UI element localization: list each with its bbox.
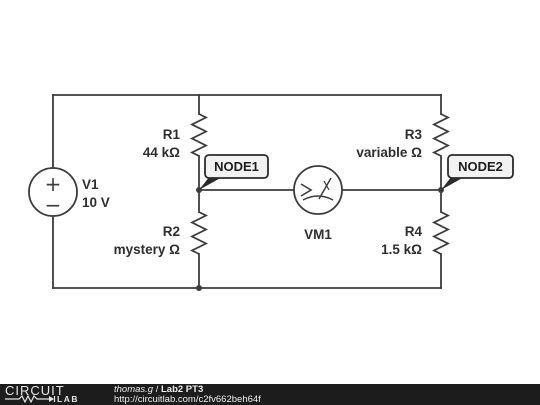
r1-name-label: R1 (163, 127, 181, 142)
schematic-diagram: + − V1 10 V R1 44 kΩ R2 mystery Ω R3 var… (28, 94, 514, 291)
meter-tick (323, 180, 330, 191)
meter-scale-arc (302, 195, 334, 201)
node1-tag-pointer (199, 176, 224, 190)
node2-tag-label: NODE2 (458, 159, 503, 174)
node2-tag-box (447, 154, 514, 179)
byline-separator: / (153, 384, 161, 395)
source-circle (28, 167, 78, 217)
r2-value-label: mystery Ω (114, 242, 181, 257)
circuit-url-link[interactable]: http://circuitlab.com/c2fv662beh64f (114, 394, 261, 405)
vm1-name-label: VM1 (304, 227, 332, 242)
circuit-byline: thomas.g / Lab2 PT3 (114, 385, 261, 395)
node1-tag[interactable]: NODE1 (199, 154, 269, 190)
circuit-info: thomas.g / Lab2 PT3 http://circuitlab.co… (114, 385, 261, 405)
resistor-wave-icon (5, 395, 56, 403)
resistor-r2[interactable] (189, 211, 209, 255)
node1-tag-box (204, 154, 269, 179)
r4-value-label: 1.5 kΩ (381, 242, 422, 257)
circuitlab-logo[interactable]: CIRCUIT LAB (5, 383, 105, 404)
node2-tag-pointer (441, 176, 466, 190)
r3-value-label: variable Ω (356, 145, 422, 160)
r2-name-label: R2 (163, 224, 180, 239)
meter-needle (318, 177, 332, 200)
voltage-source-v1[interactable]: + − (28, 167, 78, 217)
author-link[interactable]: thomas.g (114, 384, 154, 395)
logo-word-lab: LAB (57, 394, 79, 404)
r4-name-label: R4 (405, 224, 423, 239)
circuit-title[interactable]: Lab2 PT3 (161, 384, 204, 395)
r1-value-label: 44 kΩ (143, 145, 180, 160)
r3-name-label: R3 (405, 127, 423, 142)
meter-chevron-icon (300, 183, 313, 197)
node1-tag-label: NODE1 (214, 159, 259, 174)
voltmeter-vm1[interactable] (293, 165, 343, 215)
logo-word-circuit: CIRCUIT (5, 383, 65, 398)
footer-bar: CIRCUIT LAB thomas.g / Lab2 PT3 http://c… (0, 383, 540, 405)
plus-sign: + (45, 172, 62, 196)
node2-tag[interactable]: NODE2 (441, 154, 514, 190)
resistor-r4[interactable] (431, 211, 451, 255)
minus-sign: − (45, 193, 62, 217)
junction-bottom (196, 285, 202, 291)
resistor-r1[interactable] (189, 113, 209, 157)
wires (52, 94, 442, 289)
v1-name-label: V1 (82, 177, 99, 192)
meter-circle (293, 165, 343, 215)
resistor-r3[interactable] (431, 113, 451, 157)
v1-value-label: 10 V (82, 195, 110, 210)
